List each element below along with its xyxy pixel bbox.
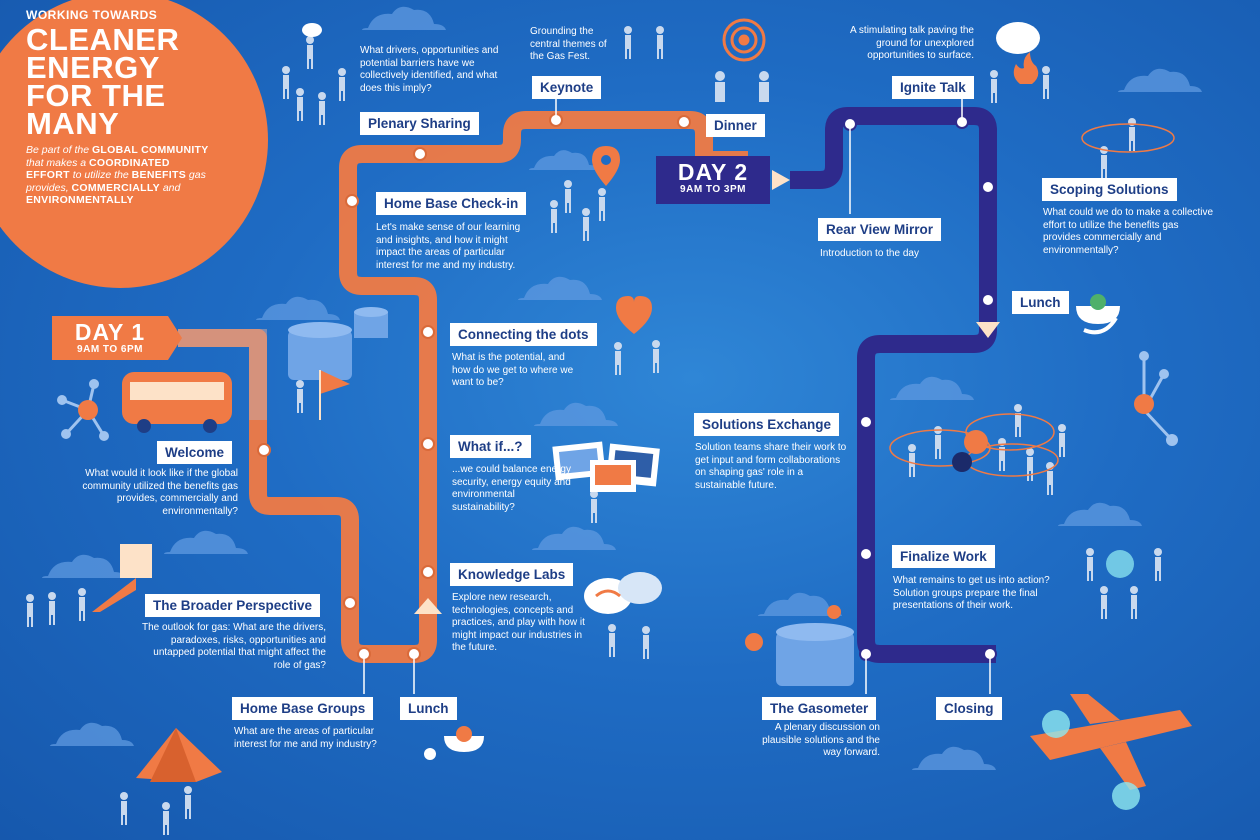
stop-desc-finalize-work: What remains to get us into action? Solu… [893,575,1050,611]
direction-arrow [976,322,1000,338]
stop-desc-welcome: What would it look like if the global co… [82,468,238,517]
map-pin-icon [592,146,620,186]
stop-desc-plenary-sharing: What drivers, opportunities and potentia… [360,45,499,94]
stop-dot-what-if [421,437,435,451]
campfire-icon [1013,52,1039,84]
gasometer-icon [288,307,854,686]
stop-desc-knowledge-labs: Explore new research, technologies, conc… [452,592,585,653]
stop-desc-broader-perspective: The outlook for gas: What are the driver… [142,622,326,671]
flag-icon [319,370,350,420]
direction-arrow [772,170,790,190]
stop-label-plenary-sharing: Plenary Sharing [360,112,479,135]
day2-path [790,107,997,663]
stop-desc-solutions-exchange: Solution teams share their work to get i… [695,442,847,491]
stop-label-solutions-exchange: Solutions Exchange [694,413,840,436]
stop-dot-finalize [859,547,873,561]
heart-icon [616,296,652,334]
speech-bubble-icon [302,22,1040,614]
tree-icon [827,605,841,619]
stop-label-lunch-day2: Lunch [1012,291,1069,314]
hero-title-line: MANY [26,106,120,141]
stop-label-welcome: Welcome [157,441,233,464]
stop-label-finalize-work: Finalize Work [892,545,995,568]
day2-banner-shape [656,156,770,204]
stop-label-gasometer: The Gasometer [762,697,877,720]
hero-title: CLEANER ENERGY FOR THE MANY [26,22,256,141]
stop-dot-scoping [981,180,995,194]
stop-desc-what-if: ...we could balance energy security, ene… [452,464,571,513]
stop-label-dinner: Dinner [706,114,765,137]
molecule-icon [1134,351,1178,446]
hero-title-line: CLEANER [26,22,180,57]
day2-banner: DAY 2 9AM TO 3PM [656,160,770,195]
airplane-icon [1030,694,1192,810]
stop-dot-lunch2 [981,293,995,307]
stop-desc-scoping-solutions: What could we do to make a collective ef… [1043,207,1214,256]
stop-label-ignite-talk: Ignite Talk [892,76,974,99]
stop-label-lunch-day1: Lunch [400,697,457,720]
tree-icon [745,633,763,651]
stop-label-keynote: Keynote [532,76,602,99]
hero-title-line: ENERGY [26,50,160,85]
stop-label-scoping-solutions: Scoping Solutions [1042,178,1177,201]
stop-desc-homebase-groups: What are the areas of particular interes… [234,726,377,750]
stop-dot-knowledge-labs [421,565,435,579]
day1-title: DAY 1 [74,319,146,345]
day1-time: 9AM TO 6PM [77,344,143,355]
stop-desc-rear-view-mirror: Introduction to the day [820,248,919,259]
hero-subtitle: Be part of the GLOBAL COMMUNITY that mak… [26,144,209,206]
stop-desc-ignite-talk: A stimulating talk paving the ground for… [850,25,974,61]
stop-dot-plenary [413,147,427,161]
orbit-node [964,430,988,454]
lightbulb-icon [1106,550,1134,578]
cloud-icon [42,6,1202,770]
stop-desc-gasometer: A plenary discussion on plausible soluti… [762,722,880,758]
bus-icon [122,372,232,433]
stop-label-homebase-checkin: Home Base Check-in [376,192,527,215]
orbit-lines [889,123,1175,477]
target-icon [722,18,766,62]
hero-title-line: FOR THE [26,78,166,113]
stop-label-closing: Closing [936,697,1002,720]
stop-label-knowledge-labs: Knowledge Labs [450,563,574,586]
stop-dot-checkin [345,194,359,208]
molecule-icon [57,379,109,441]
stop-desc-keynote: Grounding the central themes of the Gas … [530,26,607,62]
tent-icon [136,728,222,782]
stop-dot-solutions-exchange [859,415,873,429]
day1-path [178,111,748,663]
food-bowl-icon [424,294,1120,760]
photo-cards-icon [552,441,660,492]
day1-path-start [178,329,267,420]
stop-dot-dinner [677,115,691,129]
stop-dot-broader [343,596,357,610]
stop-label-what-if: What if...? [450,435,531,458]
hero-kicker: WORKING TOWARDS [26,8,158,22]
stop-label-rear-view-mirror: Rear View Mirror [818,218,942,241]
orbit-node [952,452,972,472]
day2-title: DAY 2 [677,159,749,185]
door-stairs-icon [92,544,152,612]
hero-circle [0,0,268,288]
stop-desc-homebase-checkin: Let's make sense of our learning and ins… [376,222,521,271]
day2-time: 9AM TO 3PM [680,184,746,195]
hero-block: WORKING TOWARDS CLEANER ENERGY FOR THE M… [26,8,256,207]
stop-label-homebase-groups: Home Base Groups [232,697,374,720]
stop-label-broader-perspective: The Broader Perspective [145,594,321,617]
stop-dot-welcome [257,443,271,457]
stop-label-connecting-dots: Connecting the dots [450,323,597,346]
stop-dot-connecting [421,325,435,339]
day1-banner: DAY 1 9AM TO 6PM [52,320,168,355]
direction-arrow [414,598,442,614]
day1-banner-shape [52,316,182,360]
stop-desc-connecting-dots: What is the potential, and how do we get… [452,352,574,388]
